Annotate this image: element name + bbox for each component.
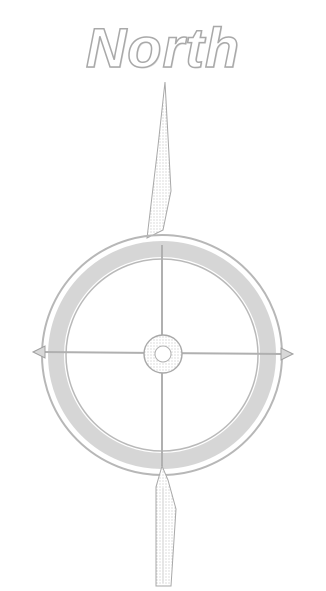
east-marker [281,348,293,360]
south-pointer [156,466,176,586]
north-pointer [147,82,171,238]
west-marker [33,346,45,358]
center-core [155,346,171,362]
